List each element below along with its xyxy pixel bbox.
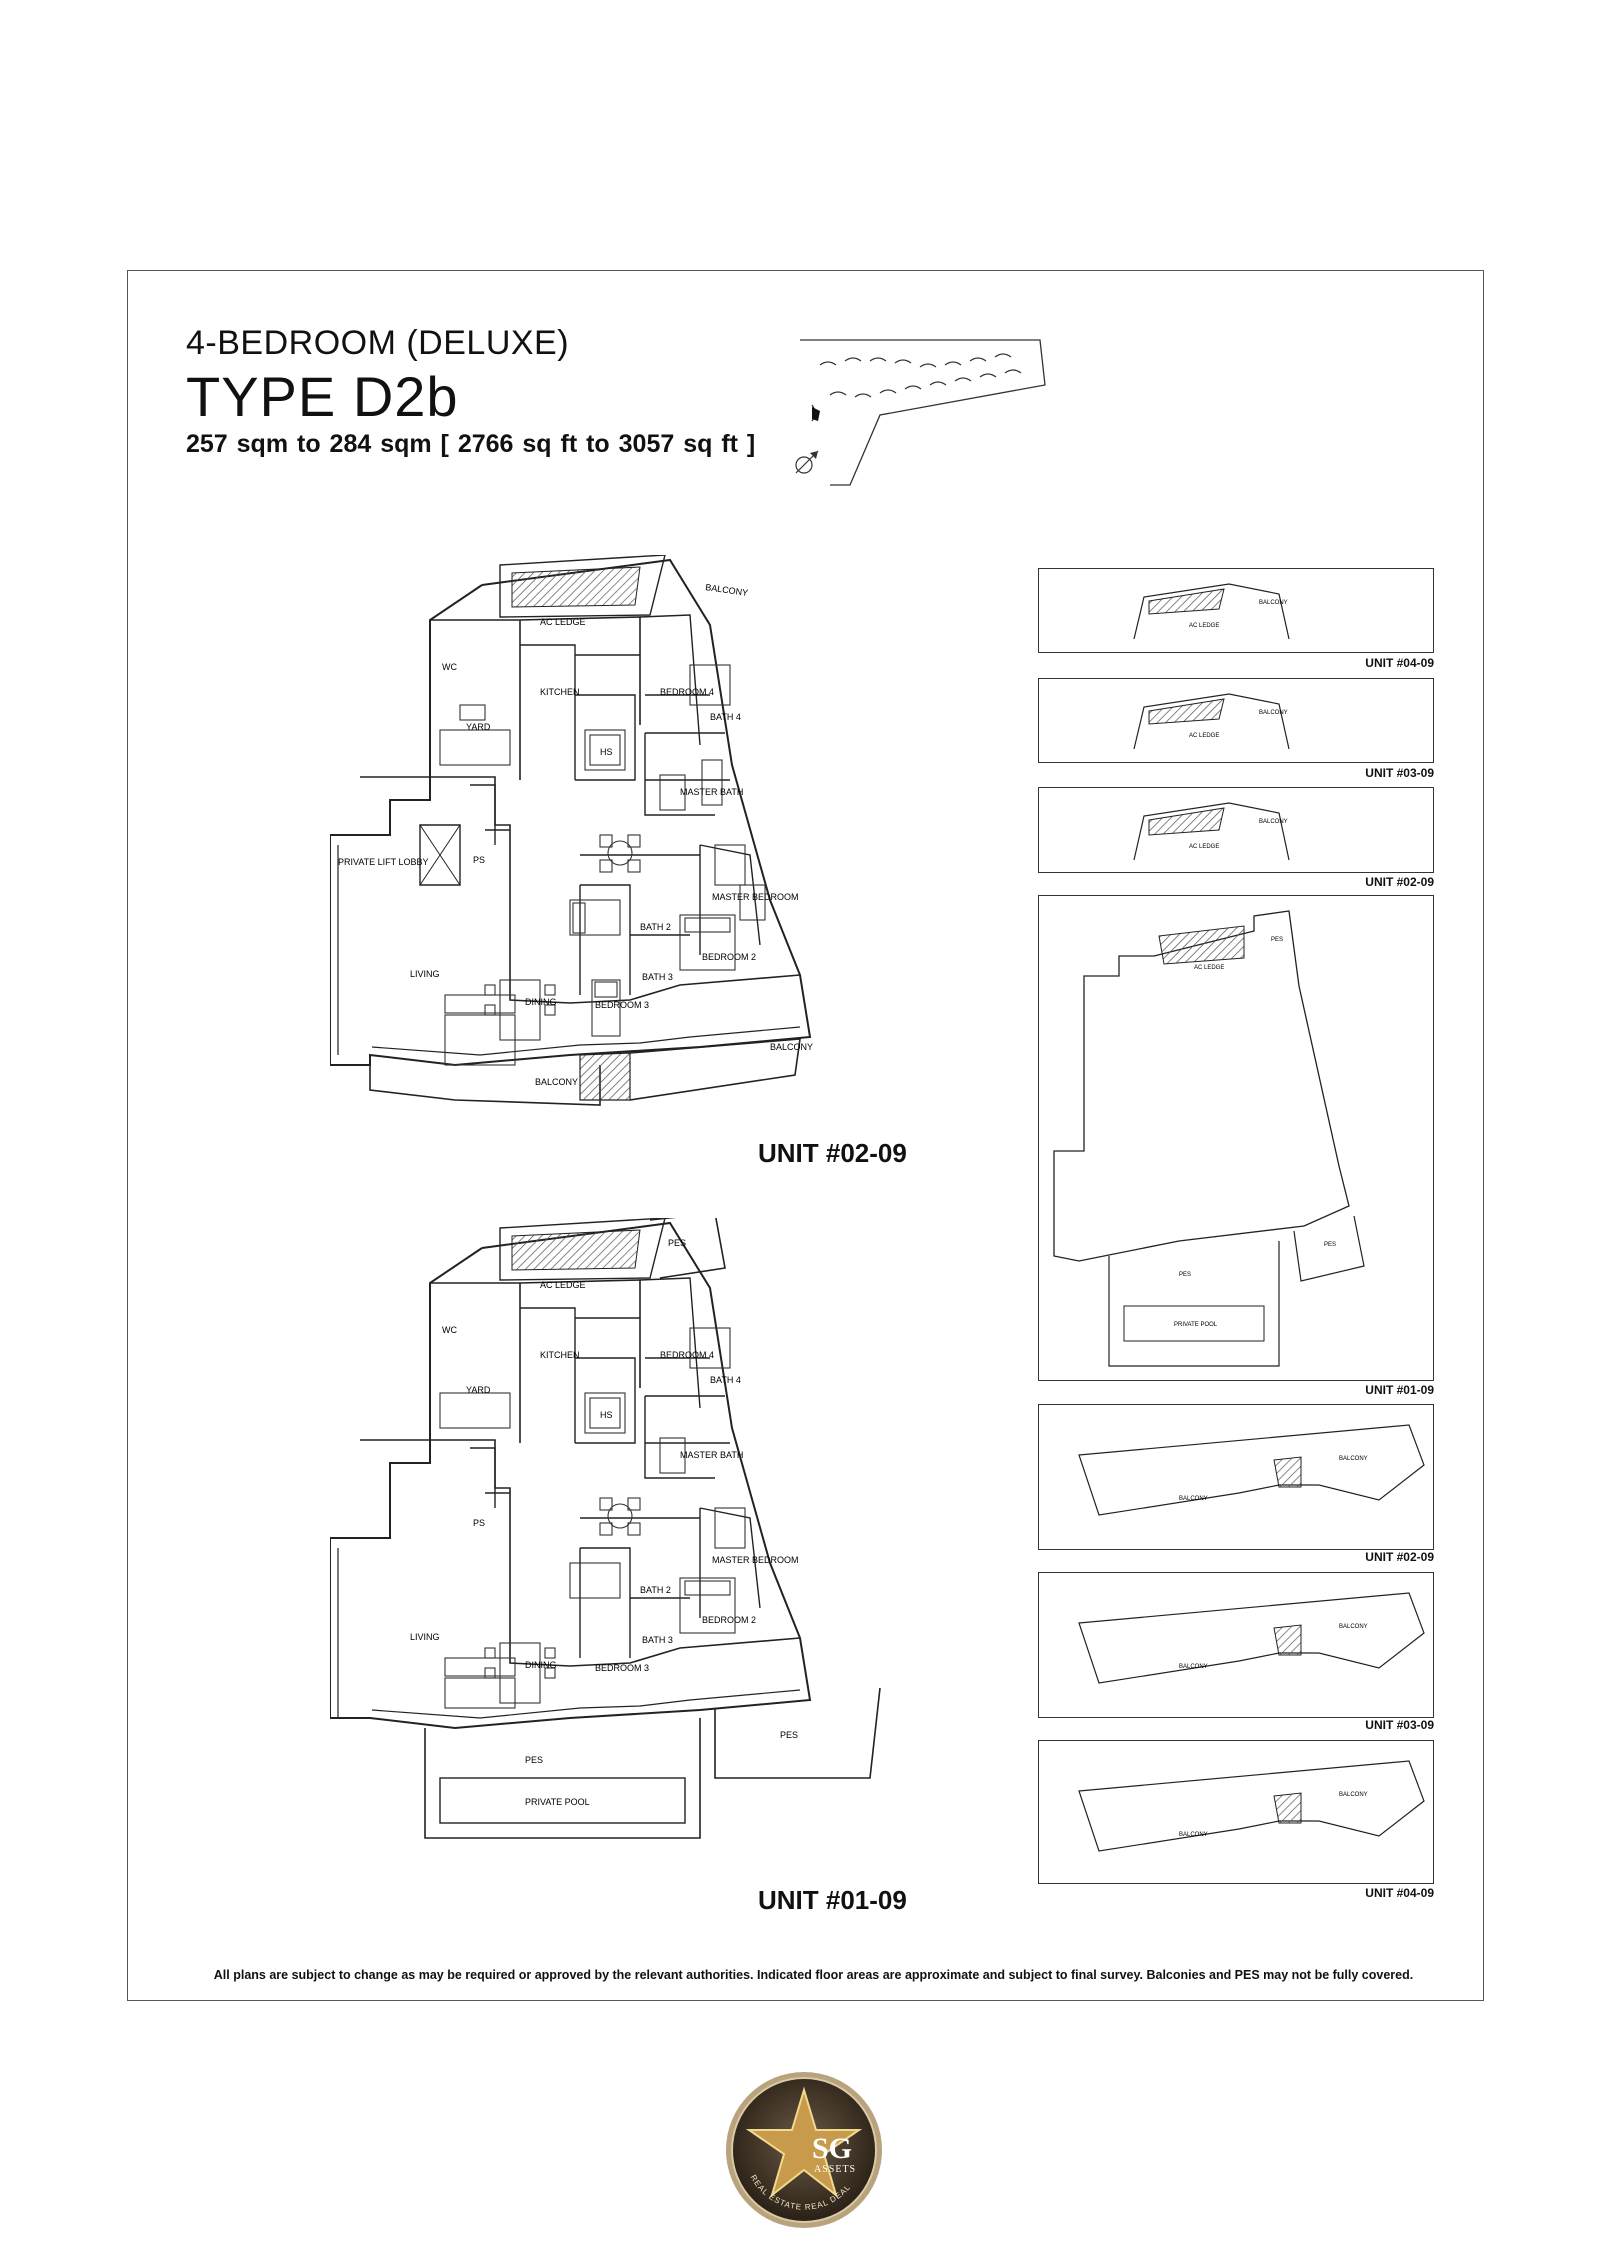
mini-caption-unit-03-09-top: UNIT #03-09 [1365, 766, 1434, 780]
mini-plan-unit-04-09-bottom: BALCONY BALCONY [1038, 1740, 1434, 1884]
label-bedroom-2: BEDROOM 2 [702, 952, 756, 962]
label-wc: WC [442, 662, 457, 672]
mini-label: BALCONY [1259, 819, 1288, 825]
floorplan-sheet [127, 270, 1484, 2001]
label-bath-3: BATH 3 [642, 972, 673, 982]
label-hs: HS [600, 747, 613, 757]
label-bedroom-4: BEDROOM 4 [660, 687, 714, 697]
mini-label: BALCONY [1179, 1832, 1208, 1838]
floor-plan-unit-02-09: BALCONY AC LEDGE WC KITCHEN YARD BEDROOM… [330, 555, 813, 1106]
mini-caption-unit-03-09-bottom: UNIT #03-09 [1365, 1718, 1434, 1732]
label-pes-right: PES [780, 1730, 798, 1740]
mini-label: BALCONY [1259, 710, 1288, 716]
floor-plan-unit-01-09: PES AC LEDGE WC KITCHEN YARD BEDROOM 4 B… [330, 1218, 881, 1839]
label-master-bath: MASTER BATH [680, 787, 743, 797]
label-ac-ledge: AC LEDGE [540, 617, 586, 627]
label-ps-lower: PS [473, 1518, 485, 1528]
label-balcony-right: BALCONY [770, 1042, 813, 1052]
label-yard-lower: YARD [466, 1385, 491, 1395]
label-yard: YARD [466, 722, 491, 732]
label-master-bath-lower: MASTER BATH [680, 1450, 743, 1460]
label-ac-ledge-lower: AC LEDGE [540, 1280, 586, 1290]
unit-type-title: TYPE D2b [186, 365, 459, 428]
label-bath-3-lower: BATH 3 [642, 1635, 673, 1645]
mini-plan-unit-03-09-bottom: BALCONY BALCONY [1038, 1572, 1434, 1718]
label-dining-lower: DINING [525, 1660, 557, 1670]
disclaimer-text: All plans are subject to change as may b… [213, 1968, 1414, 1982]
mini-plan-unit-01-09-full: AC LEDGE PES PES PRIVATE POOL PES [1038, 895, 1434, 1381]
label-bedroom-4-lower: BEDROOM 4 [660, 1350, 714, 1360]
label-balcony-top: BALCONY [705, 582, 749, 598]
mini-caption-unit-02-09-top: UNIT #02-09 [1365, 875, 1434, 889]
mini-plan-unit-04-09-top: AC LEDGE BALCONY [1038, 568, 1434, 653]
mini-label: AC LEDGE [1189, 733, 1219, 739]
label-private-lift-lobby: PRIVATE LIFT LOBBY [338, 857, 429, 867]
label-bedroom-3-lower: BEDROOM 3 [595, 1663, 649, 1673]
label-pes-left: PES [525, 1755, 543, 1765]
caption-unit-02-09: UNIT #02-09 [758, 1138, 907, 1168]
label-bath-4: BATH 4 [710, 712, 741, 722]
label-master-bedroom: MASTER BEDROOM [712, 892, 799, 902]
mini-plan-unit-02-09-top: AC LEDGE BALCONY [1038, 787, 1434, 873]
mini-caption-unit-01-09: UNIT #01-09 [1365, 1383, 1434, 1397]
label-hs-lower: HS [600, 1410, 613, 1420]
mini-label: AC LEDGE [1189, 623, 1219, 629]
label-wc-lower: WC [442, 1325, 457, 1335]
label-bath-4-lower: BATH 4 [710, 1375, 741, 1385]
label-living: LIVING [410, 969, 440, 979]
site-key-plan [795, 339, 1046, 486]
mini-plan-unit-03-09-top: AC LEDGE BALCONY [1038, 678, 1434, 763]
label-master-bedroom-lower: MASTER BEDROOM [712, 1555, 799, 1565]
sg-assets-logo: SG ASSETS REAL ESTATE REAL DEAL [726, 2072, 882, 2228]
north-arrow-icon [795, 450, 819, 474]
mini-label: AC LEDGE [1194, 965, 1224, 971]
mini-label: BALCONY [1339, 1456, 1368, 1462]
mini-label: BALCONY [1339, 1792, 1368, 1798]
logo-text-main: SG [812, 2132, 852, 2165]
label-bedroom-3: BEDROOM 3 [595, 1000, 649, 1010]
mini-label: PRIVATE POOL [1174, 1322, 1218, 1328]
mini-label: BALCONY [1339, 1624, 1368, 1630]
label-ps: PS [473, 855, 485, 865]
label-bath-2: BATH 2 [640, 922, 671, 932]
mini-caption-unit-02-09-bottom: UNIT #02-09 [1365, 1550, 1434, 1564]
label-kitchen-lower: KITCHEN [540, 1350, 580, 1360]
mini-label: BALCONY [1179, 1496, 1208, 1502]
mini-caption-unit-04-09-top: UNIT #04-09 [1365, 656, 1434, 670]
caption-unit-01-09: UNIT #01-09 [758, 1885, 907, 1915]
unit-area-range: 257 sqm to 284 sqm [ 2766 sq ft to 3057 … [186, 430, 756, 458]
label-balcony-bottom: BALCONY [535, 1077, 578, 1087]
unit-category: 4-BEDROOM (DELUXE) [186, 324, 570, 362]
label-living-lower: LIVING [410, 1632, 440, 1642]
mini-caption-unit-04-09-bottom: UNIT #04-09 [1365, 1886, 1434, 1900]
label-private-pool: PRIVATE POOL [525, 1797, 590, 1807]
label-bath-2-lower: BATH 2 [640, 1585, 671, 1595]
label-dining: DINING [525, 997, 557, 1007]
mini-plan-unit-02-09-bottom: BALCONY BALCONY [1038, 1404, 1434, 1550]
mini-label: BALCONY [1259, 600, 1288, 606]
logo-text-sub: ASSETS [814, 2164, 856, 2175]
mini-label: PES [1179, 1272, 1191, 1278]
mini-label: PES [1271, 937, 1283, 943]
label-kitchen: KITCHEN [540, 687, 580, 697]
mini-label: BALCONY [1179, 1664, 1208, 1670]
label-pes-top: PES [668, 1238, 686, 1248]
label-bedroom-2-lower: BEDROOM 2 [702, 1615, 756, 1625]
mini-label: PES [1324, 1242, 1336, 1248]
mini-label: AC LEDGE [1189, 844, 1219, 850]
